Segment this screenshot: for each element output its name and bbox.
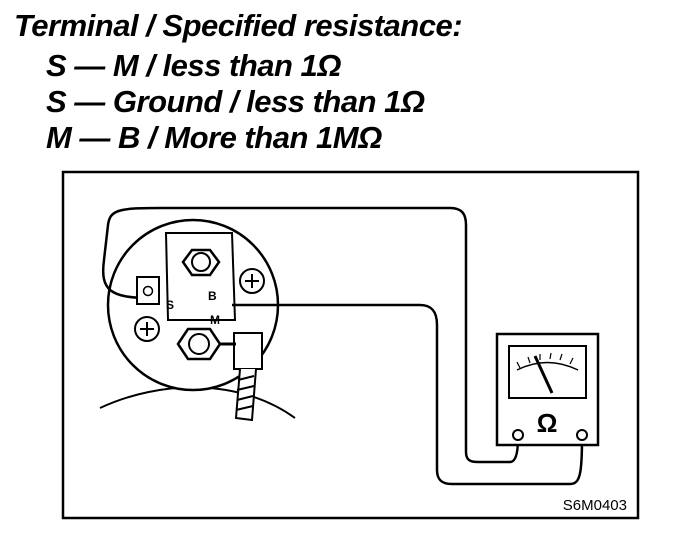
test-lead-1 [101, 206, 520, 464]
test-lead-2 [232, 303, 584, 486]
spec-row-m-b: M — B / More than 1MΩ [46, 120, 382, 155]
ohmmeter-scale-ticks [516, 352, 574, 369]
terminal-s-label: S [166, 298, 174, 312]
ohmmeter-symbol: Ω [537, 408, 558, 438]
b-terminal-nut [181, 248, 221, 277]
terminal-m-label: M [210, 313, 220, 327]
spec-row-s-m: S — M / less than 1Ω [46, 48, 342, 83]
spec-row-s-ground: S — Ground / less than 1Ω [46, 84, 425, 119]
ohmmeter-needle [533, 355, 554, 394]
ground-screw-bottom-slot [140, 322, 154, 336]
spec-title: Terminal / Specified resistance: [14, 8, 463, 43]
m-wire-clamp [233, 332, 263, 370]
m-terminal-stud [188, 333, 210, 355]
ohmmeter-scale [516, 361, 579, 371]
diagram-frame [61, 170, 640, 520]
terminal-b-label: B [208, 289, 217, 303]
ohmmeter-display [508, 345, 587, 399]
motor-body-outline [99, 386, 296, 419]
s-terminal-hole [142, 285, 154, 297]
ohmmeter-terminal-left [512, 429, 524, 441]
b-terminal-stud [191, 252, 211, 272]
figure-code: S6M0403 [563, 497, 627, 514]
motor-lead-wire-strands [235, 375, 255, 411]
s-terminal-tab [136, 276, 160, 305]
terminal-block [164, 232, 237, 321]
ground-screw-top-slot [245, 274, 259, 288]
ohmmeter-terminal-right [576, 429, 588, 441]
